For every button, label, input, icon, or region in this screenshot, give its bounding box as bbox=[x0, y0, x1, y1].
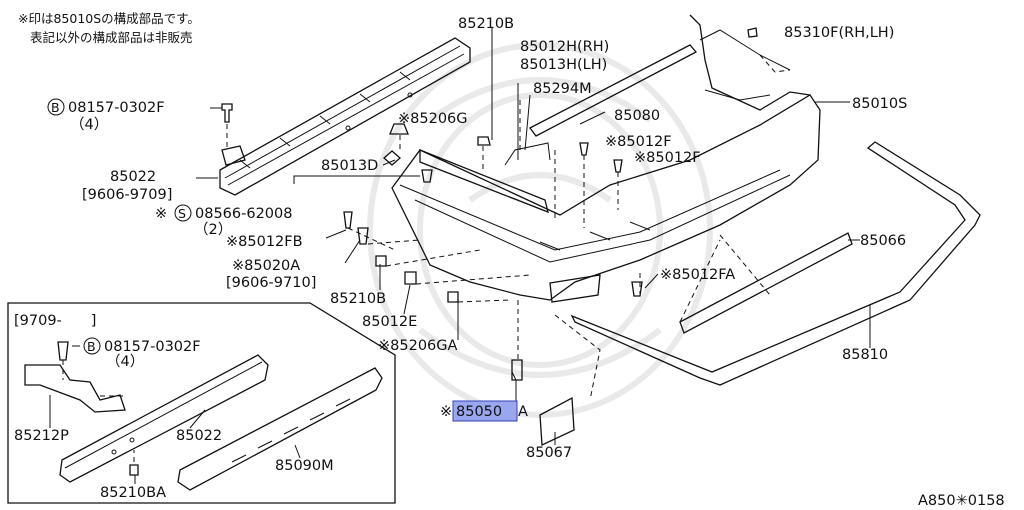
clip-icon bbox=[447, 291, 459, 303]
plate-85067[interactable] bbox=[539, 396, 575, 446]
label-85050A-suffix: A bbox=[518, 404, 528, 420]
label-85022-inset: 85022 bbox=[176, 428, 222, 444]
circle-b-icon bbox=[47, 98, 65, 116]
label-85010S: 85010S bbox=[852, 96, 907, 112]
label-85012F-b: ※85012F bbox=[634, 150, 701, 166]
highlight-85050A bbox=[452, 400, 518, 422]
clip-icon bbox=[129, 464, 139, 476]
label-85013H: 85013H(LH) bbox=[520, 57, 607, 73]
label-85012FA: ※85012FA bbox=[660, 267, 735, 283]
clip-icon bbox=[383, 150, 401, 166]
label-85810: 85810 bbox=[842, 347, 888, 363]
label-inset-bolt-qty: （4） bbox=[106, 353, 144, 370]
reinforcement-85022-top[interactable] bbox=[219, 37, 471, 196]
part-labels: ※印は85010Sの構成部品です。 表記以外の構成部品は非販売 85210B 8… bbox=[14, 11, 1005, 509]
label-screw-qty: （2） bbox=[194, 221, 232, 238]
clip-icon bbox=[375, 255, 387, 267]
clip-icon bbox=[511, 359, 523, 381]
label-85013D: 85013D bbox=[321, 158, 378, 174]
label-inset-bolt: 08157-0302F bbox=[104, 339, 201, 355]
screw-icon bbox=[343, 211, 353, 229]
bolt-icon bbox=[57, 341, 69, 361]
circle-b-letter: B bbox=[51, 100, 60, 115]
label-85210BA: 85210BA bbox=[100, 485, 166, 501]
clip-icon bbox=[357, 227, 369, 245]
note-line-1: ※印は85010Sの構成部品です。 bbox=[18, 11, 200, 26]
note-line-2: 表記以外の構成部品は非販売 bbox=[30, 30, 193, 45]
label-85012F-a: ※85012F bbox=[605, 134, 672, 150]
nut-icon bbox=[477, 136, 491, 146]
leader-lines bbox=[196, 28, 871, 445]
fastener-icons bbox=[221, 27, 758, 381]
label-85020A-years: [9606-9710] bbox=[226, 275, 316, 291]
label-85212P: 85212P bbox=[14, 428, 69, 444]
circle-s-icon bbox=[174, 204, 192, 222]
clip-icon bbox=[613, 159, 623, 173]
clip-icon bbox=[579, 142, 589, 156]
bolt-icon bbox=[221, 103, 233, 123]
label-85012E: 85012E bbox=[362, 314, 417, 330]
inset-panel bbox=[7, 302, 396, 504]
clip-icon bbox=[404, 271, 417, 285]
label-85012FB: ※85012FB bbox=[226, 234, 303, 250]
reinforcement-85022-inset bbox=[59, 354, 269, 483]
moulding-85066[interactable] bbox=[679, 232, 853, 334]
label-85310F: 85310F(RH,LH) bbox=[784, 25, 894, 41]
label-85012H: 85012H(RH) bbox=[520, 39, 609, 55]
circle-b-letter-inset: B bbox=[87, 339, 96, 354]
label-85066: 85066 bbox=[860, 233, 906, 249]
bracket-85294M[interactable] bbox=[419, 142, 551, 214]
star-mark-screw: ※ bbox=[155, 206, 167, 222]
moulding-85810[interactable] bbox=[570, 141, 981, 386]
label-screw: 08566-62008 bbox=[195, 206, 293, 222]
label-85090M: 85090M bbox=[275, 458, 334, 474]
label-85206GA: ※85206GA bbox=[378, 338, 458, 354]
label-85210B-mid: 85210B bbox=[330, 291, 386, 307]
label-85050A: 85050 bbox=[456, 404, 502, 420]
circle-b-icon bbox=[83, 337, 101, 355]
label-85022-top: 85022 bbox=[110, 169, 156, 185]
clip-icon bbox=[747, 27, 758, 38]
diagram-code: A850✳0158 bbox=[918, 493, 1005, 509]
label-85020A: ※85020A bbox=[232, 258, 300, 274]
moulding-85090M bbox=[177, 367, 383, 491]
circle-s-letter: S bbox=[178, 206, 186, 221]
assembly-lines bbox=[226, 54, 791, 401]
label-85210B-top: 85210B bbox=[458, 16, 514, 32]
label-inset-years: [9709- ] bbox=[14, 313, 96, 329]
label-85294M: 85294M bbox=[533, 81, 592, 97]
bracket-85212P bbox=[24, 364, 126, 413]
label-85022-top-years: [9606-9709] bbox=[82, 187, 172, 203]
bumper-fascia-85010S[interactable] bbox=[391, 14, 821, 303]
label-85206G: ※85206G bbox=[398, 111, 468, 127]
clip-icon bbox=[421, 169, 433, 183]
label-bolt-top: 08157-0302F bbox=[68, 100, 165, 116]
label-85080: 85080 bbox=[614, 108, 660, 124]
clip-icon bbox=[389, 123, 409, 135]
label-85067: 85067 bbox=[526, 445, 572, 461]
label-bolt-top-qty: （4） bbox=[70, 116, 108, 133]
moulding-85080[interactable] bbox=[529, 44, 698, 137]
label-85050A-star: ※ bbox=[440, 404, 452, 420]
